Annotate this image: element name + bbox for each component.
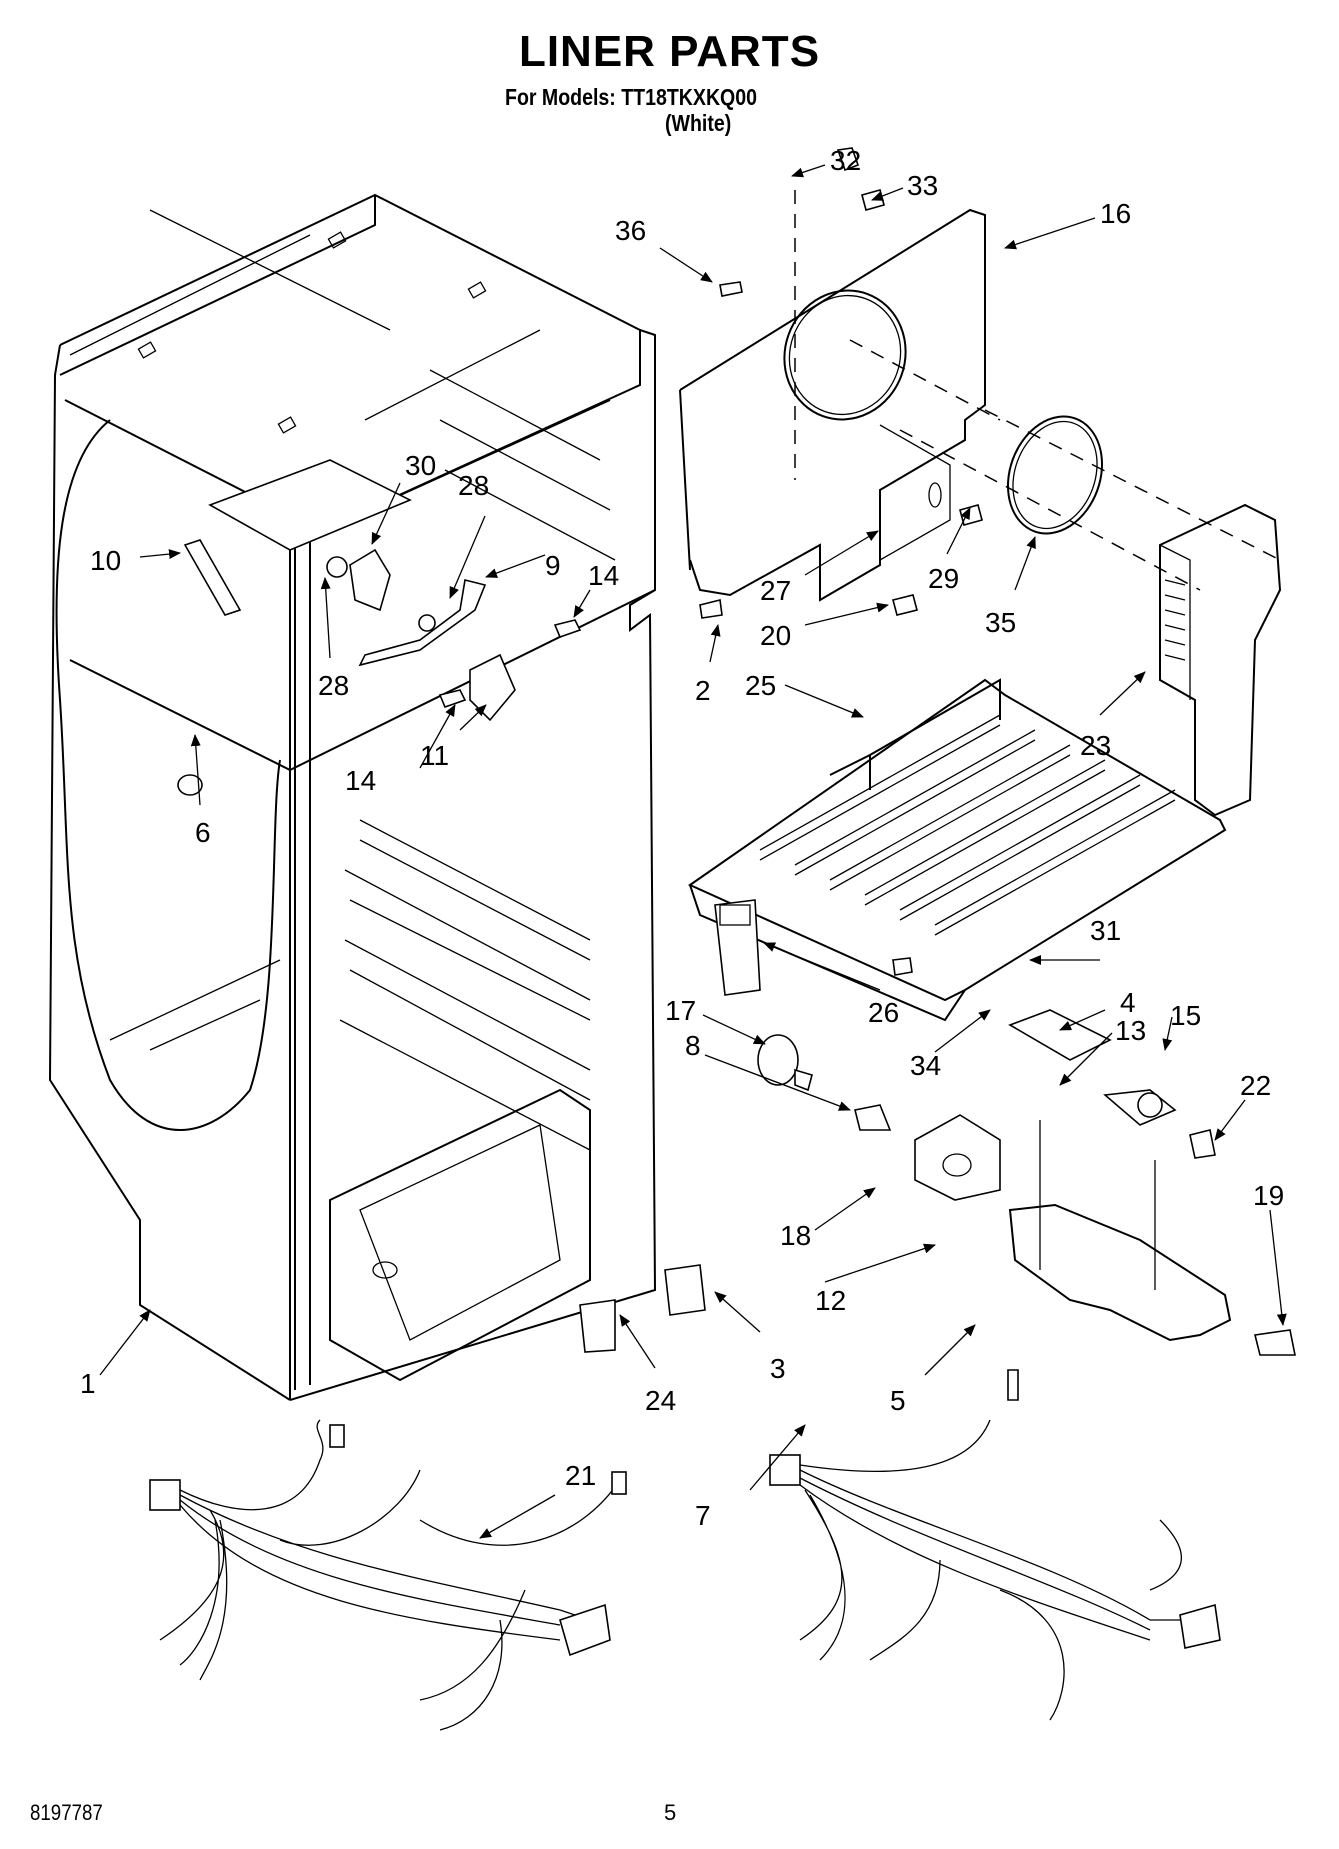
callout-36: 36	[615, 215, 646, 246]
callout-28-lower: 28	[318, 670, 349, 701]
callout-1: 1	[80, 1368, 96, 1399]
callout-labels: 1 2 3 4 5 6 7 8 9 10 11 12 13 14 14 15 1…	[80, 145, 1284, 1531]
cabinet-liner	[48, 193, 657, 1401]
callout-14-right: 14	[588, 560, 619, 591]
callout-29: 29	[928, 563, 959, 594]
callout-9: 9	[545, 550, 561, 581]
evaporator-cover-assembly	[679, 147, 1282, 817]
callout-16: 16	[1100, 198, 1131, 229]
callout-30: 30	[405, 450, 436, 481]
callout-26: 26	[868, 997, 899, 1028]
callout-23: 23	[1080, 730, 1111, 761]
callout-28-upper: 28	[458, 470, 489, 501]
model-number-label: For Models: TT18TKXKQ00	[505, 84, 758, 110]
callout-19: 19	[1253, 1180, 1284, 1211]
callout-22: 22	[1240, 1070, 1271, 1101]
page-number: 5	[664, 1800, 677, 1825]
callout-34: 34	[910, 1050, 941, 1081]
freezer-shelf	[687, 678, 1227, 1022]
callout-12: 12	[815, 1285, 846, 1316]
callout-31: 31	[1090, 915, 1121, 946]
callout-17: 17	[665, 995, 696, 1026]
callout-13: 13	[1115, 1015, 1146, 1046]
document-number: 8197787	[30, 1800, 103, 1825]
callout-27: 27	[760, 575, 791, 606]
callout-3: 3	[770, 1353, 786, 1384]
callout-18: 18	[780, 1220, 811, 1251]
callout-10: 10	[90, 545, 121, 576]
callout-32: 32	[830, 145, 861, 176]
callout-20: 20	[760, 620, 791, 651]
callout-2: 2	[695, 675, 711, 706]
callout-14-left: 14	[345, 765, 376, 796]
page-title: LINER PARTS	[518, 27, 821, 76]
callout-8: 8	[685, 1030, 701, 1061]
callout-6: 6	[195, 817, 211, 848]
callout-24: 24	[645, 1385, 676, 1416]
control-components	[579, 899, 1296, 1401]
callout-21: 21	[565, 1460, 596, 1491]
callout-35: 35	[985, 607, 1016, 638]
wire-harness-left	[149, 1419, 627, 1731]
callout-15: 15	[1170, 1000, 1201, 1031]
callout-25: 25	[745, 670, 776, 701]
callout-11: 11	[420, 740, 449, 771]
callout-5: 5	[890, 1385, 906, 1416]
callout-33: 33	[907, 170, 938, 201]
freezer-components	[177, 459, 582, 796]
wire-harness-right	[769, 1419, 1221, 1721]
callout-7: 7	[695, 1500, 711, 1531]
model-variant-label: (White)	[665, 110, 732, 136]
callout-leaders	[99, 164, 1287, 1539]
callout-4: 4	[1120, 987, 1136, 1018]
